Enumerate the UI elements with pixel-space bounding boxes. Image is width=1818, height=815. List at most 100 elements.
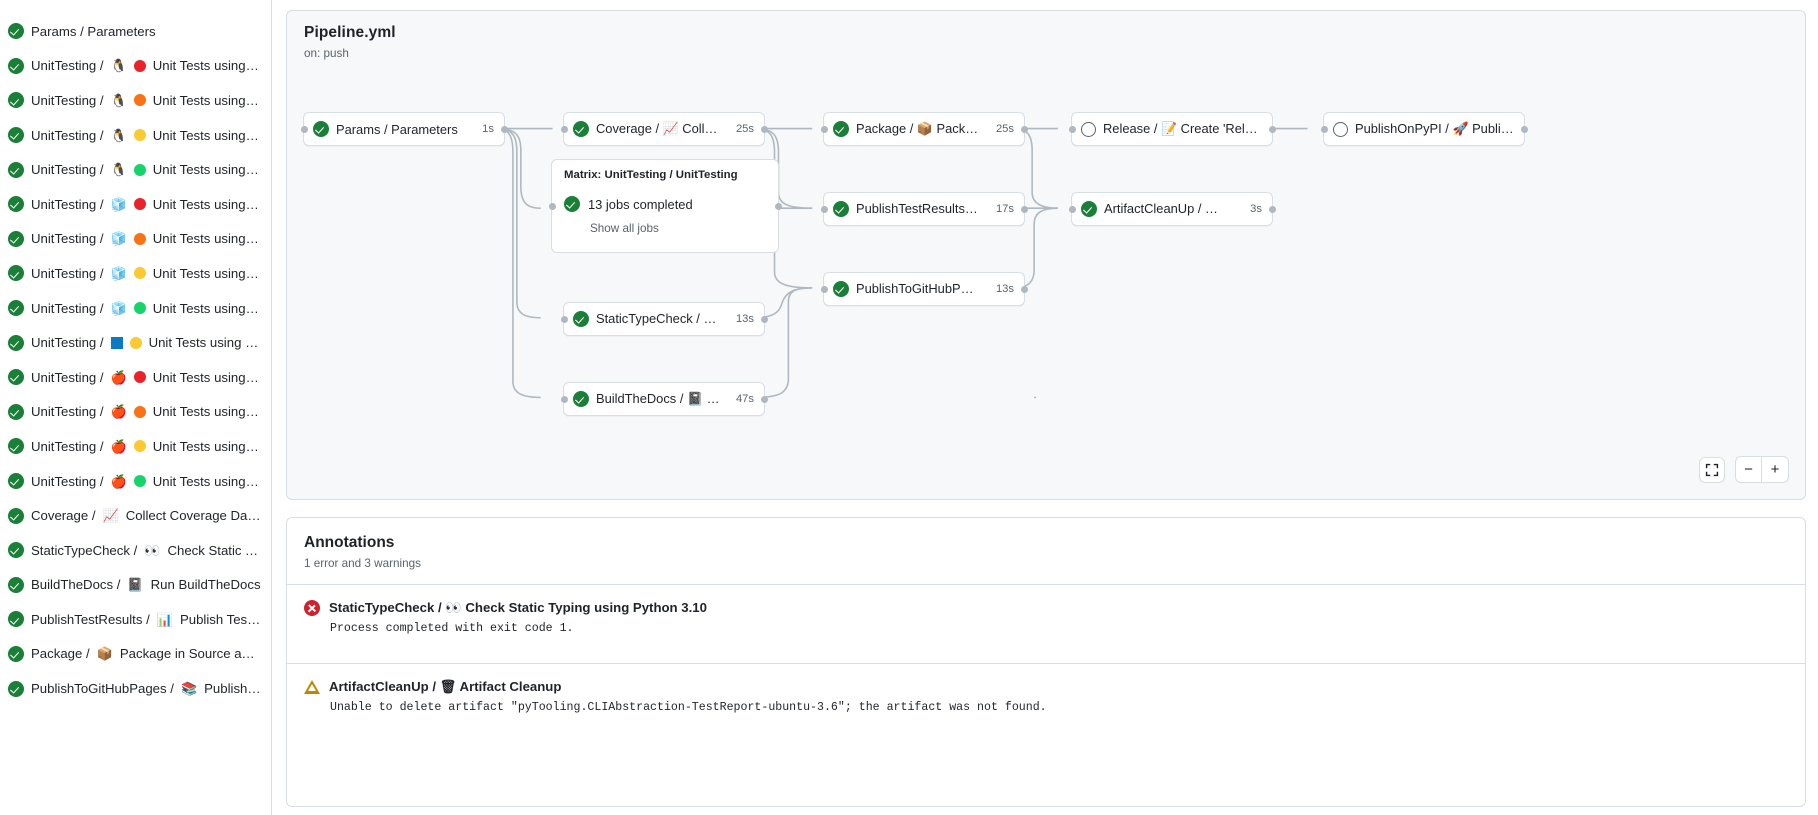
graph-node-duration: 17s <box>995 203 1014 215</box>
main-content: Pipeline.yml on: push <box>272 0 1818 815</box>
graph-node-package[interactable]: Package / 📦 Package in So...25s <box>820 112 1028 146</box>
emoji-icon: 🍎 <box>110 473 127 489</box>
node-output-port <box>760 315 768 323</box>
graph-node-pypi[interactable]: PublishOnPyPI / 🚀 Publish to ... <box>1320 112 1528 146</box>
warning-icon <box>304 680 320 694</box>
fullscreen-icon[interactable] <box>1699 456 1725 483</box>
sidebar-job-label: Check Static Typing... <box>167 542 261 558</box>
sidebar-job-item[interactable]: BuildTheDocs / 📓Run BuildTheDocs <box>0 568 271 603</box>
annotations-panel: Annotations 1 error and 3 warnings Stati… <box>286 517 1806 807</box>
sidebar-job-item[interactable]: UnitTesting / 🍎Unit Tests using Pyth... <box>0 360 271 395</box>
graph-node-duration: 3s <box>1250 203 1262 215</box>
matrix-title: Matrix: UnitTesting / UnitTesting <box>564 169 738 181</box>
sidebar-job-name: Params / Parameters <box>31 23 156 39</box>
status-color-swatch <box>133 129 146 142</box>
sidebar-job-item[interactable]: UnitTesting / 🍎Unit Tests using Pyth... <box>0 395 271 430</box>
sidebar-job-item[interactable]: UnitTesting / 🧊Unit Tests using Pyth... <box>0 291 271 326</box>
emoji-icon: 📊 <box>156 611 173 627</box>
sidebar-job-item[interactable]: Package / 📦Package in Source and Wh... <box>0 637 271 672</box>
sidebar-job-label: Unit Tests using Pyth... <box>152 58 261 74</box>
zoom-out-button[interactable]: − <box>1736 457 1762 482</box>
success-check-icon <box>8 230 24 247</box>
success-check-icon <box>8 507 24 524</box>
success-check-icon <box>1081 201 1097 217</box>
success-check-icon <box>8 611 24 628</box>
annotation-job-name[interactable]: ArtifactCleanUp / 🗑 Artifact Cleanup <box>329 679 562 694</box>
sidebar-job-name: UnitTesting / <box>31 473 104 489</box>
sidebar-job-item[interactable]: UnitTesting / 🐧Unit Tests using Pyth... <box>0 152 271 187</box>
node-input-port <box>560 125 568 133</box>
sidebar-job-item[interactable]: UnitTesting / 🍎Unit Tests using Pyth... <box>0 464 271 499</box>
graph-header: Pipeline.yml on: push <box>287 11 1805 60</box>
show-all-jobs-link[interactable]: Show all jobs <box>590 222 659 235</box>
emoji-icon: 🐧 <box>110 58 127 74</box>
emoji-icon: 🐧 <box>110 92 127 108</box>
annotation-job-name[interactable]: StaticTypeCheck / 👀 Check Static Typing … <box>329 600 707 615</box>
success-check-icon <box>8 403 24 420</box>
sidebar-job-label: Unit Tests using Pyth... <box>152 196 261 212</box>
emoji-icon: 📓 <box>127 577 144 593</box>
sidebar-job-item[interactable]: UnitTesting / 🧊Unit Tests using Pyth... <box>0 187 271 222</box>
zoom-in-button[interactable]: + <box>1770 461 1780 478</box>
sidebar-job-label: Unit Tests using Pyth... <box>152 162 261 178</box>
node-input-port <box>820 205 828 213</box>
node-output-port <box>760 395 768 403</box>
node-input-port <box>300 125 308 133</box>
success-check-icon <box>573 311 589 327</box>
graph-zoom-controls[interactable]: − + <box>1699 456 1789 483</box>
sidebar-job-label: Unit Tests using Pyth... <box>148 335 261 351</box>
success-check-icon <box>8 645 24 662</box>
node-output-port <box>1520 125 1528 133</box>
zoom-buttons[interactable]: − + <box>1735 456 1789 483</box>
sidebar-job-item[interactable]: UnitTesting / 🧊Unit Tests using Pyth... <box>0 256 271 291</box>
success-check-icon <box>8 161 24 178</box>
sidebar-job-item[interactable]: PublishToGitHubPages / 📚Publish to G... <box>0 671 271 706</box>
emoji-icon: 🍎 <box>110 369 127 385</box>
status-color-swatch <box>133 475 146 488</box>
sidebar-job-item[interactable]: UnitTesting / 🧊Unit Tests using Pyth... <box>0 222 271 257</box>
graph-node-label: PublishOnPyPI / 🚀 Publish to ... <box>1355 121 1514 136</box>
graph-node-stc[interactable]: StaticTypeCheck / 👀 Chec... 13s <box>560 302 768 336</box>
sidebar-job-name: Package / <box>31 646 90 662</box>
sidebar-job-item[interactable]: Coverage / 📈Collect Coverage Data usi... <box>0 498 271 533</box>
sidebar-job-item[interactable]: UnitTesting / 🐧 Unit Tests using Pyth... <box>0 49 271 84</box>
success-check-icon <box>833 121 849 137</box>
success-check-icon <box>8 196 24 213</box>
graph-node-label: StaticTypeCheck / 👀 Chec... <box>596 311 720 326</box>
emoji-icon: 📦 <box>96 646 113 662</box>
sidebar-job-item[interactable]: PublishTestResults / 📊Publish Test Resu.… <box>0 602 271 637</box>
sidebar-job-item[interactable]: UnitTesting / 🐧Unit Tests using Pyth... <box>0 83 271 118</box>
success-check-icon <box>564 196 580 212</box>
node-input-port <box>560 395 568 403</box>
sidebar-job-item[interactable]: UnitTesting / 🍎Unit Tests using Pyth... <box>0 429 271 464</box>
success-check-icon <box>8 127 24 144</box>
sidebar-job-label: Unit Tests using Pyth... <box>152 231 261 247</box>
sidebar-job-item[interactable]: UnitTesting / 🐧Unit Tests using Pyth... <box>0 118 271 153</box>
node-input-port <box>820 285 828 293</box>
workflow-graph-panel[interactable]: Pipeline.yml on: push <box>286 10 1806 500</box>
graph-node-ghpages[interactable]: PublishToGitHubPages / 📚 ...13s <box>820 272 1028 306</box>
sidebar-job-item[interactable]: Params / Parameters <box>0 14 271 49</box>
graph-node-coverage[interactable]: Coverage / 📈 Collect Cove...25s <box>560 112 768 146</box>
graph-node-docs[interactable]: BuildTheDocs / 📓 Run Buil...47s <box>560 382 768 416</box>
node-output-port <box>1020 285 1028 293</box>
success-check-icon <box>8 369 24 386</box>
graph-node-label: PublishToGitHubPages / 📚 ... <box>856 281 980 296</box>
sidebar-job-item[interactable]: StaticTypeCheck / 👀Check Static Typing..… <box>0 533 271 568</box>
node-output-port <box>1020 125 1028 133</box>
graph-node-duration: 13s <box>735 313 754 325</box>
sidebar-job-name: UnitTesting / <box>31 58 104 74</box>
sidebar-job-label: Collect Coverage Data usi... <box>125 508 261 524</box>
graph-node-testresults[interactable]: PublishTestResults / 📊 Pu...17s <box>820 192 1028 226</box>
sidebar-job-item[interactable]: UnitTesting / Unit Tests using Pyth... <box>0 325 271 360</box>
node-output-port <box>760 125 768 133</box>
graph-node-artifact[interactable]: ArtifactCleanUp / 🗑 Artifac...3s <box>1068 192 1276 226</box>
sidebar-job-name: BuildTheDocs / <box>31 577 121 593</box>
graph-node-release[interactable]: Release / 📝 Create 'Release P... <box>1068 112 1276 146</box>
pending-circle-icon <box>1333 121 1348 137</box>
annotations-title: Annotations <box>304 534 395 551</box>
